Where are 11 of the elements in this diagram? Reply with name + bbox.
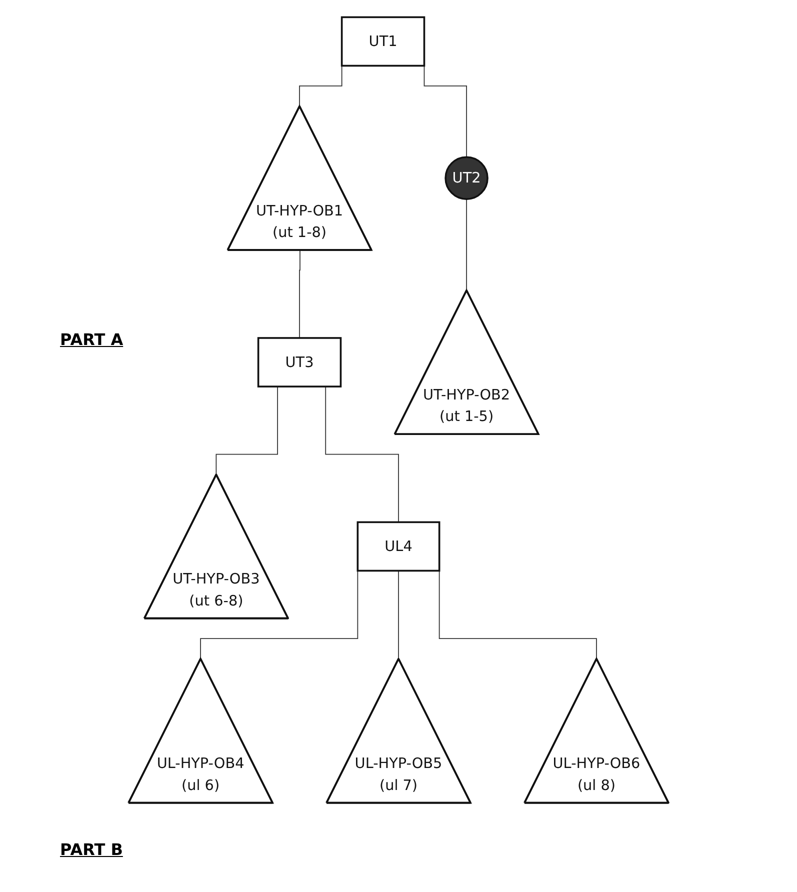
node-box: UL4 (356, 521, 440, 572)
node-circle: UT2 (444, 156, 488, 200)
connector (398, 570, 400, 660)
node-box: UT1 (340, 16, 426, 67)
part-label: PART B (60, 840, 123, 859)
node-box: UT3 (257, 337, 342, 388)
connector (325, 386, 399, 523)
connector (299, 250, 300, 338)
part-label: PART A (60, 330, 124, 349)
connector (216, 386, 278, 476)
connector (466, 198, 468, 292)
